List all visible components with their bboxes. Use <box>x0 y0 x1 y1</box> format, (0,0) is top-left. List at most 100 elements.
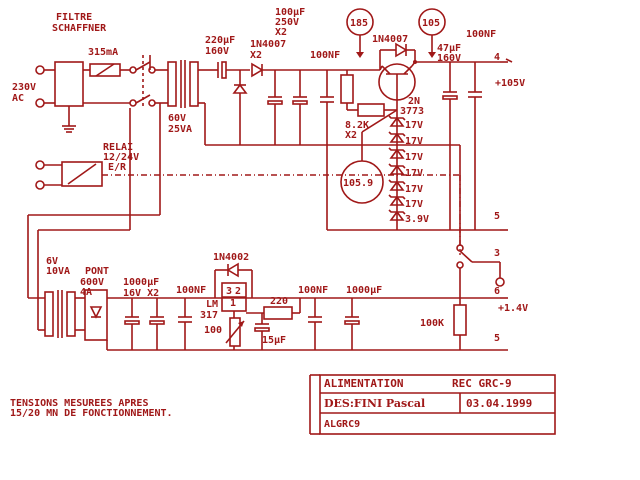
title-block-ref: REC GRC-9 <box>452 377 512 390</box>
label-60v: 60V <box>168 113 186 124</box>
label-pin1: 1 <box>230 298 236 309</box>
label-pin3: 3 <box>226 286 232 297</box>
label-terminal-5b: 5 <box>494 333 500 344</box>
label-25va: 25VA <box>168 124 192 135</box>
label-160v-b: 160V <box>437 53 461 64</box>
diode-1n4007-series <box>251 62 264 78</box>
label-3773: 3773 <box>400 106 424 117</box>
title-block-file: ALGRC9 <box>324 419 360 430</box>
label-relai: RELAI <box>103 142 133 153</box>
label-100nf-4: 100NF <box>298 285 328 296</box>
transformer-6v <box>44 290 85 338</box>
label-1n4002: 1N4002 <box>213 252 249 263</box>
label-220: 220 <box>270 296 288 307</box>
diode-1n4002 <box>214 262 253 298</box>
label-185: 185 <box>350 18 368 29</box>
label-ac: AC <box>12 93 24 104</box>
capacitor-100nf-hv2 <box>468 62 482 230</box>
label-1n4007a-x2: X2 <box>250 50 262 61</box>
title-block-author: DES:FINI Pascal <box>324 397 425 410</box>
label-160v: 160V <box>205 46 229 57</box>
capacitor-100nf-lv2 <box>308 298 322 350</box>
label-1n4007a: 1N4007 <box>250 39 286 50</box>
label-105: 105 <box>422 18 440 29</box>
resistor-220 <box>246 298 301 320</box>
zener-diode <box>388 163 406 175</box>
label-4a: 4A <box>80 287 92 298</box>
schaffner-filter <box>54 61 84 133</box>
label-1000uf-a: 1000µF <box>123 277 159 288</box>
label-100nf-1: 100NF <box>310 50 340 61</box>
label-lm: LM <box>206 299 218 310</box>
zener-chain <box>388 110 406 225</box>
label-1000uf-c: 1000µF <box>346 285 382 296</box>
capacitor-15uf <box>254 313 270 350</box>
measure-105-9 <box>340 109 398 204</box>
label-zener-1: 17V <box>405 120 423 131</box>
capacitor-1000uf-c <box>344 298 360 350</box>
zener-diode <box>388 194 406 206</box>
label-terminal-3: 3 <box>494 248 500 259</box>
label-pont: PONT <box>85 266 109 277</box>
title-block <box>309 374 556 435</box>
label-terminal-5a: 5 <box>494 211 500 222</box>
label-plus-1-4v: +1.4V <box>498 303 528 314</box>
relay <box>35 160 103 190</box>
label-2n: 2N <box>408 96 420 107</box>
resistor-8k2 <box>340 70 397 117</box>
label-8k2-x2: X2 <box>345 130 357 141</box>
label-600v: 600V <box>80 277 104 288</box>
measure-105 <box>418 8 446 58</box>
label-filtre: FILTRE <box>56 12 92 23</box>
label-zener-6: 17V <box>405 199 423 210</box>
resistor-100k <box>453 282 467 350</box>
title-block-title: ALIMENTATION <box>324 377 403 390</box>
label-zener-3: 17V <box>405 152 423 163</box>
capacitor-1000uf-b <box>149 298 165 350</box>
potentiometer-100 <box>225 311 245 350</box>
mains-switch <box>129 55 168 108</box>
measure-185 <box>346 8 374 58</box>
mains-input <box>35 65 55 108</box>
terminal-3 <box>495 262 505 287</box>
label-47uf: 47µF <box>437 43 461 54</box>
zener-diode <box>388 131 406 143</box>
relay-contacts <box>456 230 500 282</box>
label-317: 317 <box>200 310 218 321</box>
label-zener-5: 17V <box>405 184 423 195</box>
capacitor-100nf-hv1 <box>320 70 334 145</box>
transformer-60v <box>167 60 210 145</box>
label-zener-7: 3.9V <box>405 214 429 225</box>
label-1n4007b: 1N4007 <box>372 34 408 45</box>
label-15uf: 15µF <box>262 335 286 346</box>
label-12-24v: 12/24V <box>103 152 139 163</box>
label-250v: 250V <box>275 17 299 28</box>
capacitor-1000uf-a <box>124 298 140 350</box>
label-230v: 230V <box>12 82 36 93</box>
label-plus-105v: +105V <box>495 78 525 89</box>
note-line-2: 15/20 MN DE FONCTIONNEMENT. <box>10 408 173 419</box>
fuse <box>83 63 130 104</box>
capacitor-100uf-a <box>267 70 283 145</box>
zener-diode <box>388 179 406 191</box>
label-x2-caps: X2 <box>275 27 287 38</box>
capacitor-47uf <box>442 62 458 230</box>
transistor-2n3773 <box>378 61 416 110</box>
label-220uf: 220µF <box>205 35 235 46</box>
terminal-4 <box>500 58 513 63</box>
note-line-1: TENSIONS MESUREES APRES <box>10 398 148 409</box>
label-100k: 100K <box>420 318 444 329</box>
label-zener-2: 17V <box>405 136 423 147</box>
zener-diode <box>388 115 406 127</box>
label-105-9: 105.9 <box>343 178 373 189</box>
label-100nf-2: 100NF <box>466 29 496 40</box>
label-100: 100 <box>204 325 222 336</box>
capacitor-100nf-lv1 <box>178 298 192 350</box>
label-6v: 6V <box>46 256 58 267</box>
title-block-date: 03.04.1999 <box>466 397 532 410</box>
zener-diode <box>388 209 406 221</box>
diode-1n4007-shunt <box>232 70 248 145</box>
label-8k2: 8.2K <box>345 120 369 131</box>
zener-diode <box>388 147 406 159</box>
